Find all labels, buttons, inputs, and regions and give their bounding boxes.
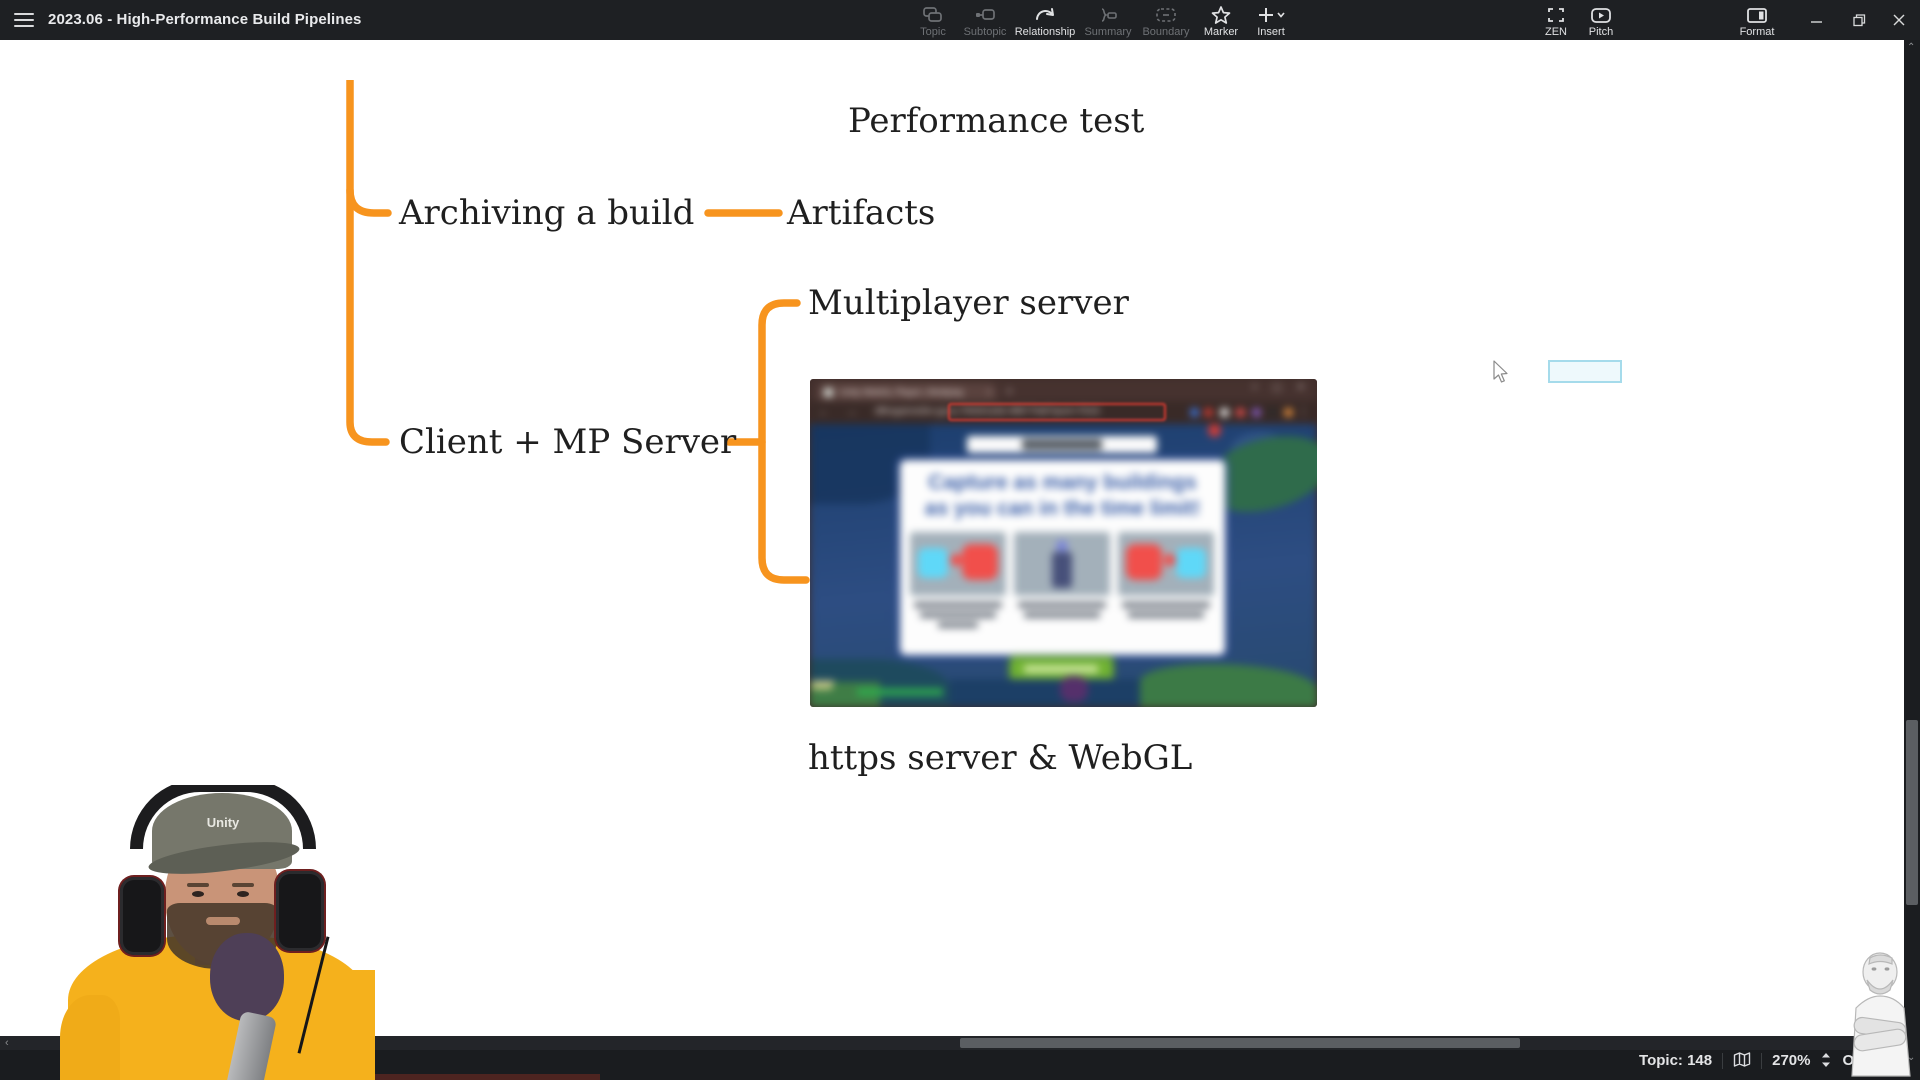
topic-image-browser-screenshot[interactable]: Unity WebGL Player | Multiplay × + ˅ ▢ ✕… — [810, 379, 1317, 707]
url-highlight-box — [948, 403, 1166, 421]
unity-favicon — [824, 388, 833, 397]
insert-plus-icon — [1239, 5, 1303, 25]
pitch-play-icon — [1569, 5, 1633, 25]
minimize-button[interactable] — [1798, 0, 1836, 40]
headphone-left-cup — [120, 877, 164, 955]
restore-button[interactable] — [1840, 0, 1878, 40]
microphone-windscreen — [210, 933, 284, 1021]
document-title: 2023.06 - High-Performance Build Pipelin… — [48, 11, 362, 28]
topic-multiplayer-server[interactable]: Multiplayer server — [808, 283, 1129, 323]
topic-archiving-a-build[interactable]: Archiving a build — [399, 193, 695, 233]
extension-icon — [1204, 408, 1213, 417]
titlebar: 2023.06 - High-Performance Build Pipelin… — [0, 0, 1920, 40]
topic-performance-test[interactable]: Performance test — [848, 101, 1145, 141]
corner-stamp-illustration — [1840, 946, 1920, 1080]
webcam-overlay: Unity — [60, 785, 375, 1080]
game-card — [1118, 532, 1214, 596]
selection-box[interactable] — [1548, 360, 1622, 383]
game-heading-line2: as you can in the time limit! — [924, 497, 1201, 520]
toolbar-format-button[interactable]: Format — [1725, 3, 1789, 39]
game-card — [1014, 532, 1110, 596]
extension-icon — [1190, 408, 1199, 417]
new-tab-icon: + — [1006, 384, 1014, 398]
scroll-down-icon[interactable]: ⌄ — [1907, 1052, 1916, 1063]
summary-icon — [1076, 5, 1140, 25]
toolbar-pitch-button[interactable]: Pitch — [1569, 3, 1633, 39]
minimize-icon — [1811, 21, 1822, 23]
toolbar-boundary-button[interactable]: Boundary — [1134, 3, 1198, 39]
extension-icon — [1268, 408, 1277, 417]
game-instructions-panel: Capture as many buildings as you can in … — [900, 460, 1225, 655]
topic-artifacts[interactable]: Artifacts — [787, 193, 936, 233]
connector-lines — [346, 80, 810, 584]
boundary-icon — [1134, 5, 1198, 25]
format-panel-icon — [1725, 5, 1789, 25]
mouse-cursor — [1492, 360, 1512, 391]
extension-icon — [1220, 408, 1229, 417]
browser-tabstrip: Unity WebGL Player | Multiplay × + ˅ ▢ ✕ — [810, 379, 1317, 401]
topic-icon — [901, 5, 965, 25]
extension-icon — [1284, 408, 1293, 417]
hamburger-menu-icon[interactable] — [14, 13, 34, 27]
scroll-left-icon[interactable]: ‹ — [5, 1037, 9, 1049]
relationship-icon — [1013, 5, 1077, 25]
toolbar-relationship-button[interactable]: Relationship — [1013, 3, 1077, 39]
subtopic-icon — [953, 5, 1017, 25]
game-banner — [967, 436, 1157, 453]
headphone-right-cup — [276, 871, 324, 951]
close-button[interactable] — [1880, 0, 1918, 40]
browser-nav-icons: ← → ⟳ — [818, 406, 891, 418]
browser-menu-icon: ⋮ — [1298, 406, 1309, 418]
topic-https-server-webgl[interactable]: https server & WebGL — [808, 738, 1193, 778]
vertical-scroll-thumb[interactable] — [1906, 720, 1918, 905]
game-heading-line1: Capture as many buildings — [928, 471, 1197, 494]
scroll-up-icon[interactable]: ⌃ — [1907, 42, 1916, 53]
browser-window-controls: ˅ ▢ ✕ — [1251, 382, 1311, 393]
unity-game-viewport: Capture as many buildings as you can in … — [810, 423, 1317, 707]
topic-count: Topic: 148 — [1639, 1052, 1713, 1069]
horizontal-scrollbar[interactable]: ‹ — [0, 1036, 1920, 1050]
map-overview-icon[interactable] — [1733, 1052, 1751, 1069]
browser-url-text: thegamedev.guru:7003/1182-9f8770d/?port=… — [880, 406, 1100, 417]
tab-close-icon: × — [986, 387, 992, 397]
marker-star-icon — [1189, 5, 1253, 25]
toolbar-insert-button[interactable]: Insert — [1239, 3, 1303, 39]
browser-tab: Unity WebGL Player | Multiplay × — [818, 383, 996, 401]
game-card — [910, 532, 1006, 596]
toolbar-subtopic-button[interactable]: Subtopic — [953, 3, 1017, 39]
vertical-scrollbar[interactable]: ⌃ ⌄ — [1904, 40, 1920, 1080]
zoom-level[interactable]: 270% — [1772, 1052, 1811, 1069]
zen-mode-icon — [1524, 5, 1588, 25]
extension-icon — [1252, 408, 1261, 417]
close-icon — [1893, 14, 1905, 26]
horizontal-scroll-thumb[interactable] — [960, 1038, 1520, 1048]
headphones-band — [130, 785, 316, 849]
game-start-button — [1010, 657, 1113, 681]
extension-icon — [1236, 408, 1245, 417]
toolbar-marker-button[interactable]: Marker — [1189, 3, 1253, 39]
fit-window-icon[interactable] — [1820, 1052, 1832, 1069]
toolbar-summary-button[interactable]: Summary — [1076, 3, 1140, 39]
toolbar-topic-button[interactable]: Topic — [901, 3, 965, 39]
mindmap-canvas[interactable]: Performance test Archiving a build Artif… — [0, 40, 1904, 1036]
restore-icon — [1852, 13, 1865, 26]
browser-address-bar: ← → ⟳ thegamedev.guru:7003/1182-9f8770d/… — [810, 401, 1317, 424]
topic-client-mp-server[interactable]: Client + MP Server — [399, 422, 737, 462]
toolbar-zen-button[interactable]: ZEN — [1524, 3, 1588, 39]
